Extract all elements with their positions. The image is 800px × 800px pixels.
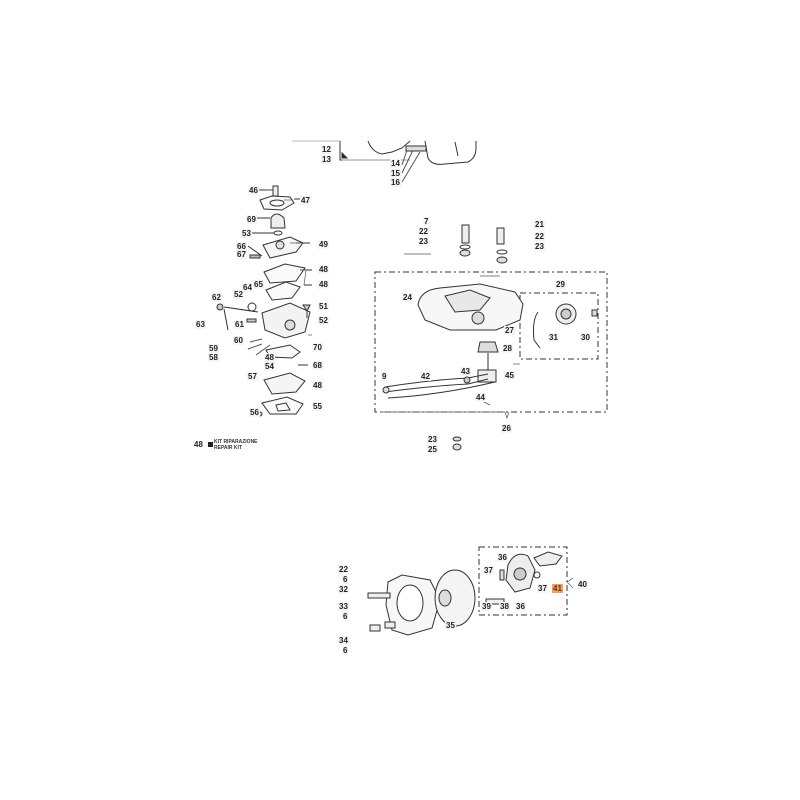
- part-label-63: 63: [195, 320, 206, 329]
- part-label-29: 29: [555, 280, 566, 289]
- part-label-39: 39: [481, 602, 492, 611]
- part-label-49: 49: [318, 240, 329, 249]
- part-label-52: 52: [233, 290, 244, 299]
- part-label-59: 59: [208, 344, 219, 353]
- part-label-35: 35: [445, 621, 456, 630]
- part-label-40: 40: [577, 580, 588, 589]
- part-label-62: 62: [211, 293, 222, 302]
- part-label-42: 42: [420, 372, 431, 381]
- part-label-25: 25: [427, 445, 438, 454]
- part-label-58: 58: [208, 353, 219, 362]
- part-label-43: 43: [460, 367, 471, 376]
- part-label-70: 70: [312, 343, 323, 352]
- part-label-54: 54: [264, 362, 275, 371]
- part-label-22: 22: [534, 232, 545, 241]
- fuel-tank-drawing: [382, 283, 598, 451]
- part-label-22: 22: [418, 227, 429, 236]
- part-label-13: 13: [321, 155, 332, 164]
- part-label-7: 7: [423, 217, 430, 226]
- part-label-56: 56: [249, 408, 260, 417]
- part-label-21: 21: [534, 220, 545, 229]
- part-label-15: 15: [390, 169, 401, 178]
- part-label-67: 67: [236, 250, 247, 259]
- carburetor-drawing: [216, 185, 312, 417]
- part-label-36: 36: [497, 553, 508, 562]
- part-label-48: 48: [318, 280, 329, 289]
- clutch-group-frame: [478, 546, 568, 616]
- part-label-60: 60: [233, 336, 244, 345]
- part-label-6: 6: [342, 612, 349, 621]
- part-label-48: 48: [264, 353, 275, 362]
- part-label-26: 26: [501, 424, 512, 433]
- part-label-41-highlighted[interactable]: 41: [552, 584, 563, 593]
- legend-marker-icon: [208, 442, 213, 447]
- part-label-16: 16: [390, 178, 401, 187]
- part-label-48: 48: [318, 265, 329, 274]
- part-label-38: 38: [499, 602, 510, 611]
- part-label-46: 46: [248, 186, 259, 195]
- part-label-37: 37: [537, 584, 548, 593]
- part-label-28: 28: [502, 344, 513, 353]
- part-label-47: 47: [300, 196, 311, 205]
- tank-top-drawing: [292, 140, 477, 183]
- part-label-23: 23: [418, 237, 429, 246]
- part-label-23: 23: [534, 242, 545, 251]
- part-label-68: 68: [312, 361, 323, 370]
- part-label-33: 33: [338, 602, 349, 611]
- part-label-61: 61: [234, 320, 245, 329]
- tank-bolts-drawing: [459, 224, 508, 264]
- fuel-tank-group-frame: [374, 271, 608, 413]
- part-label-52: 52: [318, 316, 329, 325]
- part-label-48: 48: [312, 381, 323, 390]
- part-label-66: 66: [236, 242, 247, 251]
- part-label-9: 9: [381, 372, 388, 381]
- part-label-53: 53: [241, 229, 252, 238]
- part-label-69: 69: [246, 215, 257, 224]
- part-label-34: 34: [338, 636, 349, 645]
- clutch-parts-drawing: [485, 551, 563, 605]
- part-label-6: 6: [342, 575, 349, 584]
- part-label-32: 32: [338, 585, 349, 594]
- legend-line-2: REPAIR KIT: [214, 445, 242, 451]
- part-label-31: 31: [548, 333, 559, 342]
- part-label-27: 27: [504, 326, 515, 335]
- part-label-45: 45: [504, 371, 515, 380]
- part-label-24: 24: [402, 293, 413, 302]
- legend-number: 48: [194, 440, 203, 449]
- clutch-drawing: [367, 569, 476, 636]
- part-label-22: 22: [338, 565, 349, 574]
- part-label-64: 64: [242, 283, 253, 292]
- part-label-51: 51: [318, 302, 329, 311]
- part-label-36: 36: [515, 602, 526, 611]
- part-label-23: 23: [427, 435, 438, 444]
- part-label-6: 6: [342, 646, 349, 655]
- part-label-30: 30: [580, 333, 591, 342]
- part-label-57: 57: [247, 372, 258, 381]
- part-label-55: 55: [312, 402, 323, 411]
- part-label-65: 65: [253, 280, 264, 289]
- part-label-12: 12: [321, 145, 332, 154]
- part-label-44: 44: [475, 393, 486, 402]
- part-label-14: 14: [390, 159, 401, 168]
- part-label-37: 37: [483, 566, 494, 575]
- legend-line-1: KIT RIPARAZIONE: [214, 439, 258, 445]
